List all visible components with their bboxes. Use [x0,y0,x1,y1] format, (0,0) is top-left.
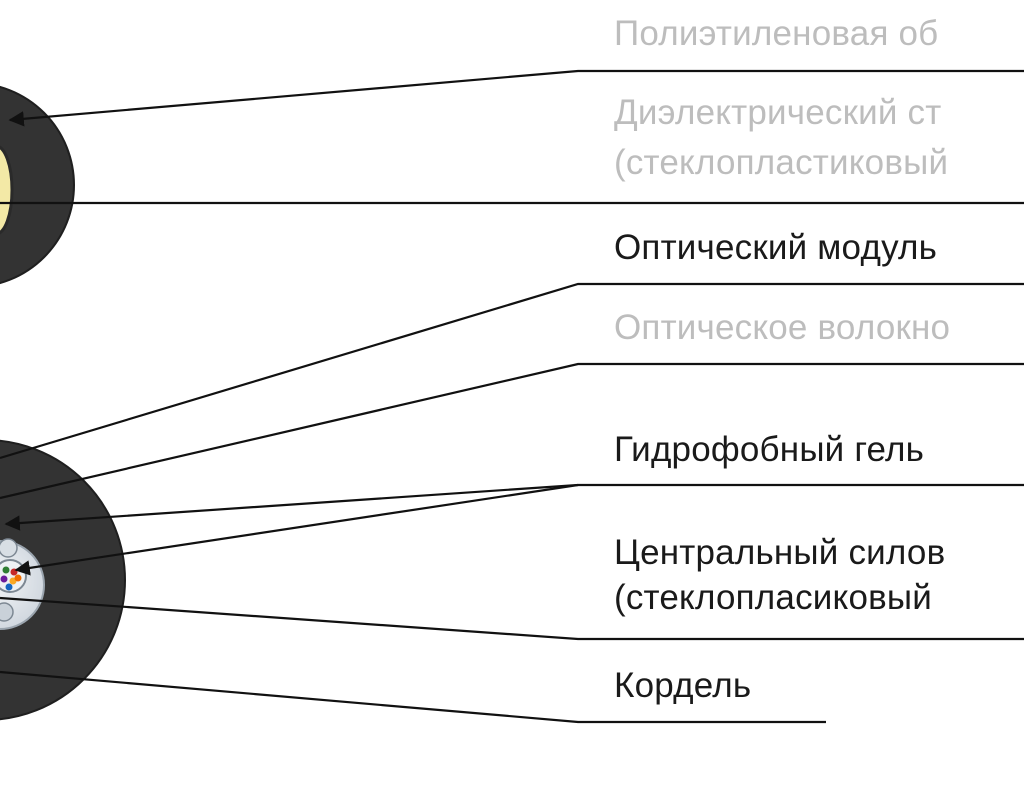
module-element [0,538,18,558]
label-central-member-line2: (стеклопласиковый [614,578,933,617]
fiber-dot [5,583,13,591]
top-cable-sheath [0,85,75,285]
cordel-element [0,602,14,622]
fiber-dot [0,575,8,583]
leader-hydrophobic-gel-a [4,483,1024,531]
label-central-member: Центральный силов (стеклопласиковый [614,533,945,618]
fiber-dot [14,574,22,582]
leader-hydrophobic-gel-b [14,483,579,576]
leader-cordel [0,670,826,724]
bottom-cable-sheath [0,439,126,721]
leader-lines [0,69,1024,724]
label-hydrophobic-gel: Гидрофобный гель [614,430,925,469]
label-optical-module: Оптический модуль [614,228,938,267]
label-central-member-line1: Центральный силов [614,533,946,572]
leader-optical-module [0,282,1024,460]
label-optical-fiber: Оптическое волокно [614,308,951,347]
label-dielectric-line2: (стеклопластиковый [614,143,949,182]
bottom-cable-cross-section [0,439,126,721]
fiber-dot [2,566,10,574]
label-dielectric-member: Диэлектрический ст (стеклопластиковый [614,93,948,183]
leader-optical-fiber [0,362,1024,500]
top-cable-cross-section [0,85,75,285]
top-cable-dielectric-member [0,145,14,235]
label-dielectric-line1: Диэлектрический ст [614,93,942,132]
label-cordel: Кордель [614,666,752,705]
leader-central-member [0,596,1024,641]
leader-polyethylene-sheath [8,69,1024,127]
label-polyethylene-sheath: Полиэтиленовая об [614,14,939,53]
